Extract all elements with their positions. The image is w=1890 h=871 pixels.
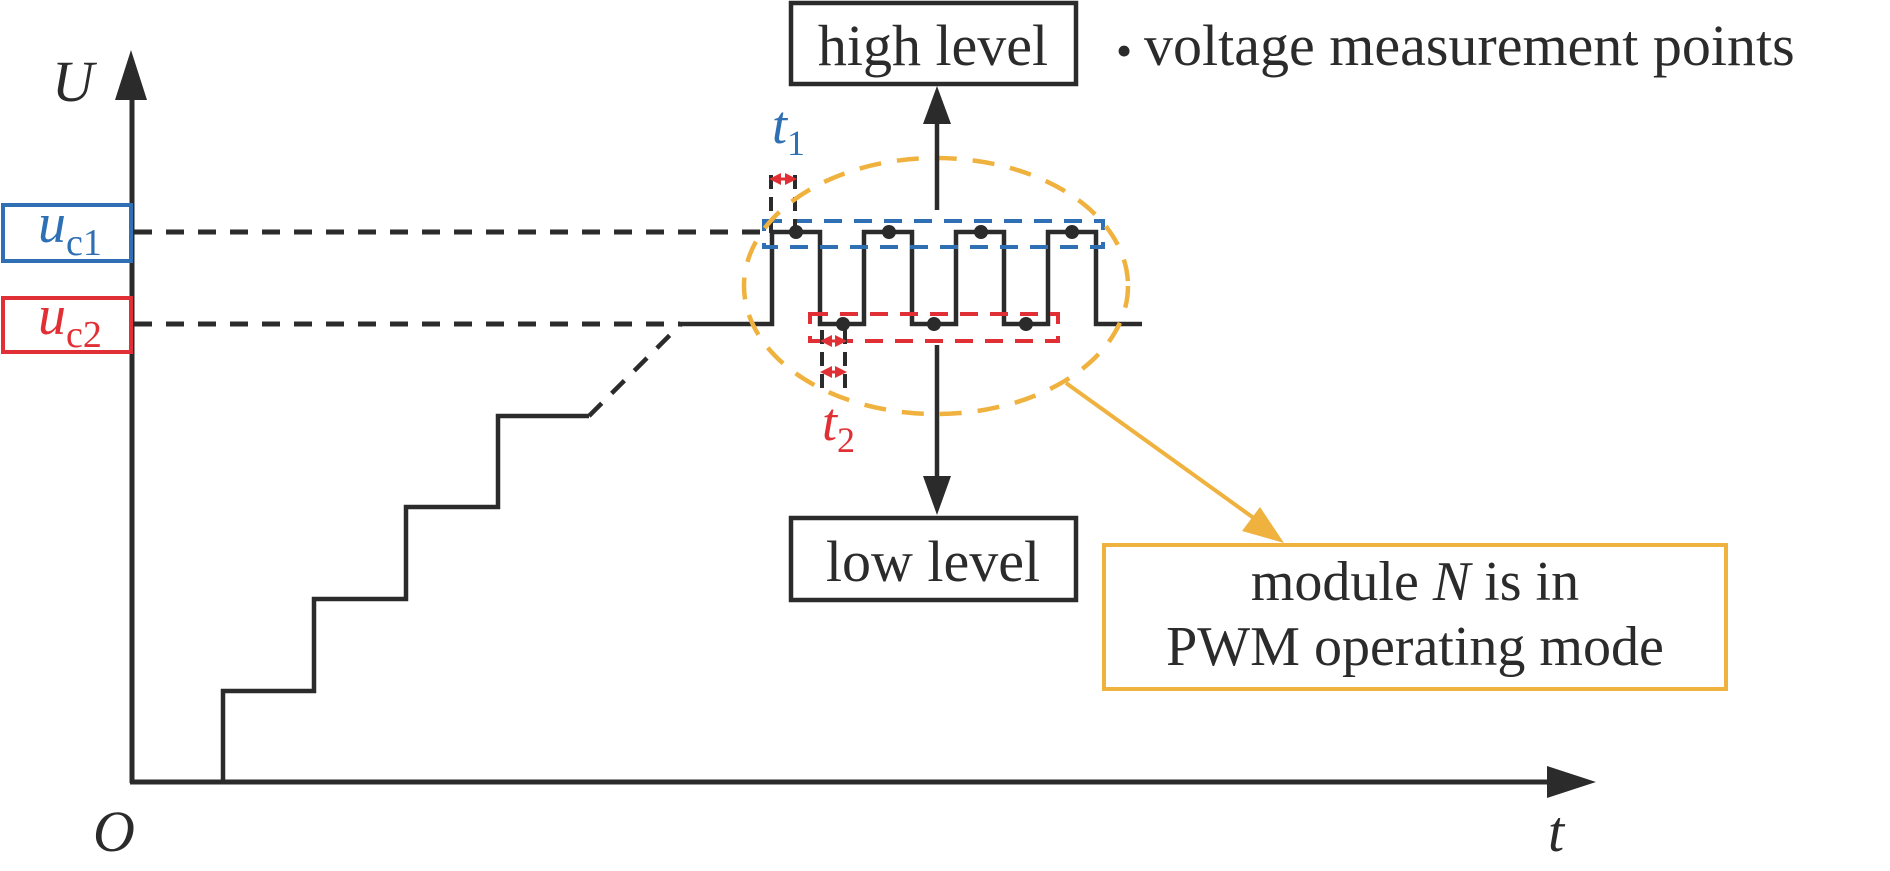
mode-box-line1: module N is in — [1251, 551, 1579, 613]
measurement-point-low — [836, 317, 850, 331]
low-level-text: low level — [826, 529, 1040, 594]
high-level-text: high level — [818, 13, 1048, 78]
low-level-box — [788, 515, 1079, 603]
origin-label: O — [93, 799, 135, 864]
mode-box-line2: PWM operating mode — [1166, 616, 1664, 678]
uc2-label-text: uc2 — [38, 285, 102, 356]
measurement-point-high — [974, 225, 988, 239]
t2-marker: t2 — [820, 330, 855, 460]
staircase-waveform — [220, 413, 589, 783]
high-level-arrow-icon — [923, 86, 951, 124]
uc2-label: uc2 — [1, 285, 133, 356]
uc1-label: uc1 — [1, 193, 133, 264]
legend-text: voltage measurement points — [1144, 13, 1795, 78]
measurement-point-low — [927, 317, 941, 331]
measurement-point-high — [1065, 225, 1079, 239]
high-level-box — [788, 0, 1079, 87]
callout-arrow-shaft — [1064, 381, 1264, 526]
x-axis-arrow-icon — [1547, 766, 1596, 798]
measurement-point-high — [882, 225, 896, 239]
uc1-label-box — [1, 203, 133, 263]
callout-arrow-icon — [1242, 507, 1284, 543]
low-measurement-band — [808, 312, 1060, 343]
y-axis-label: U — [52, 49, 98, 114]
uc1-label-text: uc1 — [38, 193, 102, 264]
t1-label: t1 — [772, 95, 805, 163]
x-axis-label: t — [1548, 799, 1566, 864]
uc2-label-box — [1, 296, 133, 354]
measurement-point-low — [1019, 317, 1033, 331]
t2-label: t2 — [822, 392, 855, 460]
measurement-point-high — [789, 225, 803, 239]
staircase-continuation-dashed — [587, 322, 683, 418]
y-axis-arrow-icon — [115, 50, 147, 100]
mode-box — [1102, 543, 1728, 691]
legend-marker-icon: • — [1116, 25, 1132, 76]
axes: U t O — [52, 49, 1596, 864]
legend: • voltage measurement points — [1116, 13, 1795, 78]
low-level-arrow-icon — [923, 476, 951, 515]
measurement-points — [789, 225, 1079, 331]
